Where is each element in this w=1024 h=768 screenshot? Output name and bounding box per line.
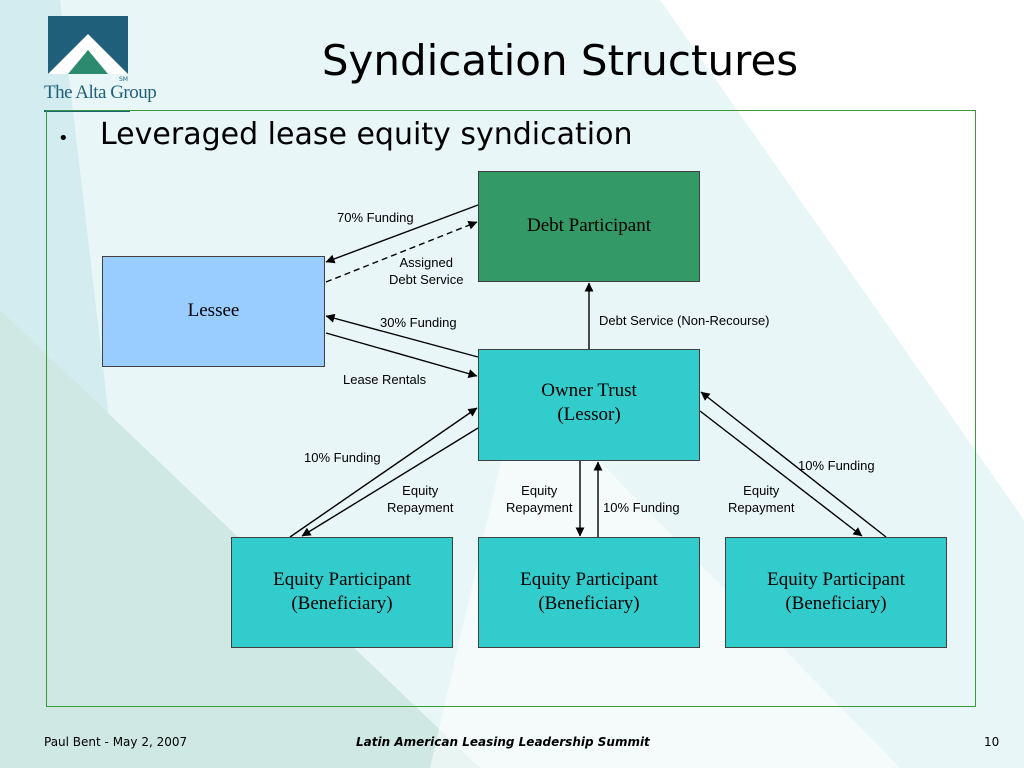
label-eq2-equity-repayment: Equity Repayment	[506, 483, 573, 515]
label-30-funding: 30% Funding	[380, 315, 457, 330]
edge-trust-to-eq3	[699, 410, 863, 537]
slide-title: Syndication Structures	[321, 36, 799, 85]
edge-trust-to-lessee	[325, 313, 479, 358]
label-eq1-10-funding: 10% Funding	[304, 450, 381, 465]
label-70-funding: 70% Funding	[337, 210, 414, 225]
label-eq3-equity-repayment: Equity Repayment	[728, 483, 795, 515]
logo-mountain-icon	[48, 16, 128, 74]
bullet-marker: •	[58, 128, 69, 149]
logo-underline	[44, 110, 130, 112]
label-eq3-10-funding: 10% Funding	[798, 458, 875, 473]
logo-service-mark: SM	[119, 76, 128, 83]
edge-eq1-to-trust	[289, 407, 478, 538]
footer-page-number: 10	[984, 735, 1000, 749]
label-debt-service-non-recourse: Debt Service (Non-Recourse)	[599, 313, 770, 328]
node-equity-participant-1: Equity Participant (Beneficiary)	[231, 537, 453, 648]
node-debt-participant: Debt Participant	[478, 171, 700, 282]
edge-eq3-to-trust	[700, 391, 887, 538]
footer-event-name: Latin American Leasing Leadership Summit	[356, 735, 650, 749]
content-frame	[46, 110, 976, 707]
node-equity-participant-3: Equity Participant (Beneficiary)	[725, 537, 947, 648]
node-lessee: Lessee	[102, 256, 325, 367]
bullet-text: Leveraged lease equity syndication	[100, 117, 633, 152]
edge-debt-to-lessee	[325, 204, 479, 264]
label-assigned-debt-service: Assigned Debt Service	[389, 255, 464, 287]
logo-text: The Alta Group	[44, 82, 157, 103]
label-eq2-10-funding: 10% Funding	[603, 500, 680, 515]
label-lease-rentals: Lease Rentals	[343, 372, 427, 387]
node-equity-participant-2: Equity Participant (Beneficiary)	[478, 537, 700, 648]
edge-trust-to-eq1	[301, 427, 479, 537]
node-owner-trust: Owner Trust (Lessor)	[478, 349, 700, 461]
alta-group-logo: SM The Alta Group	[44, 14, 157, 112]
edge-lessee-to-trust	[325, 332, 478, 378]
label-eq1-equity-repayment: Equity Repayment	[387, 483, 454, 515]
edge-lessee-to-debt-dashed	[325, 220, 478, 283]
footer-author-date: Paul Bent - May 2, 2007	[44, 735, 188, 749]
